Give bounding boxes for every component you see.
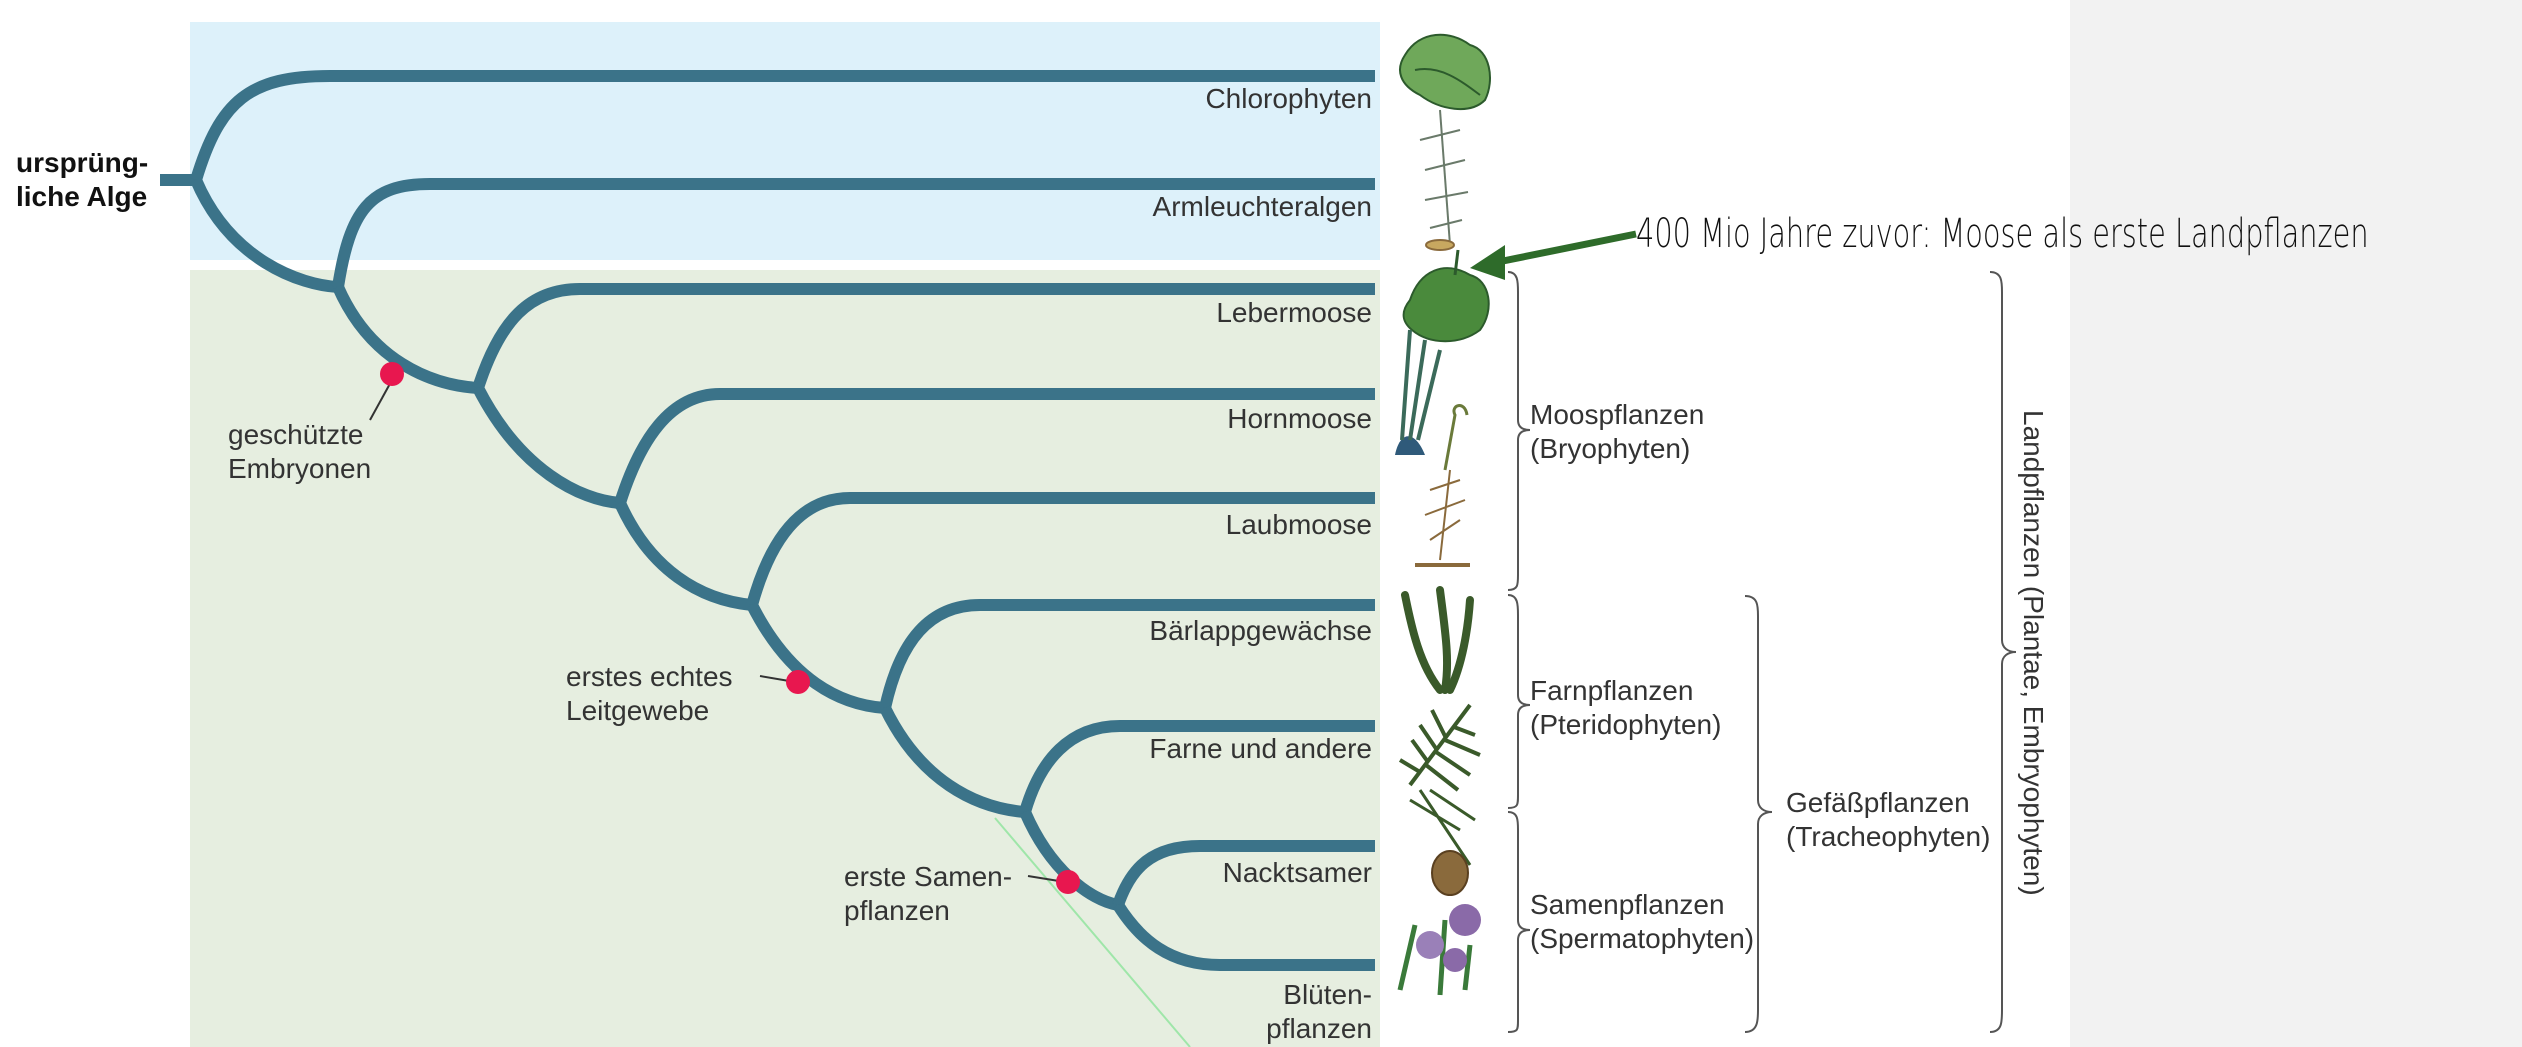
hornwort-icon — [1395, 330, 1467, 470]
group-label-farnpflanzen: Farnpflanzen (Pteridophyten) — [1530, 674, 1721, 742]
taxon-label-baerlappgewaechse: Bärlappgewächse — [1149, 614, 1372, 648]
fern-icon — [1400, 705, 1480, 790]
leitgewebe-dot — [786, 670, 810, 694]
water-background — [190, 22, 1380, 260]
root-label: ursprüng- liche Alge — [16, 146, 148, 214]
gefaess-bracket — [1745, 596, 1772, 1032]
samen-dot — [1056, 870, 1080, 894]
taxon-label-armleuchteralgen: Armleuchteralgen — [1153, 190, 1372, 224]
right-margin — [2070, 0, 2522, 1047]
chara-icon — [1420, 110, 1468, 250]
taxon-label-farne: Farne und andere — [1149, 732, 1372, 766]
lettuce-alga-icon — [1400, 35, 1490, 109]
group-label-samenpflanzen: Samenpflanzen (Spermatophyten) — [1530, 888, 1754, 956]
event-label-leitgewebe: erstes echtes Leitgewebe — [566, 660, 733, 728]
annotation-text: 400 Mio Jahre zuvor: Moose als erste Lan… — [1636, 210, 2369, 258]
group-label-moospflanzen: Moospflanzen (Bryophyten) — [1530, 398, 1704, 466]
clubmoss-icon — [1405, 590, 1470, 690]
moss-icon — [1415, 470, 1470, 565]
taxon-label-nacktsamer: Nacktsamer — [1223, 856, 1372, 890]
embryo-dot — [380, 362, 404, 386]
event-label-embryonen: geschützte Embryonen — [228, 418, 371, 486]
taxon-label-bluetenpflanzen: Blüten- pflanzen — [1266, 978, 1372, 1046]
iris-flower-icon — [1400, 904, 1481, 995]
land-bracket — [1990, 272, 2016, 1032]
taxon-label-chlorophyten: Chlorophyten — [1205, 82, 1372, 116]
pine-cone-icon — [1410, 790, 1475, 895]
group-label-gefaesspflanzen: Gefäßpflanzen (Tracheophyten) — [1786, 786, 1990, 854]
plant-icons — [1395, 35, 1490, 995]
group-label-landpflanzen: Landpflanzen (Plantae, Embryophyten) — [2016, 410, 2050, 896]
annotation-arrow — [1470, 234, 1636, 280]
event-label-samenpflanzen: erste Samen- pflanzen — [844, 860, 1012, 928]
taxon-label-laubmoose: Laubmoose — [1226, 508, 1372, 542]
samen-bracket — [1508, 812, 1530, 1032]
farn-bracket — [1508, 595, 1530, 808]
taxon-label-hornmoose: Hornmoose — [1227, 402, 1372, 436]
taxon-label-lebermoose: Lebermoose — [1216, 296, 1372, 330]
moos-bracket — [1508, 272, 1530, 590]
liverwort-icon — [1404, 250, 1489, 341]
